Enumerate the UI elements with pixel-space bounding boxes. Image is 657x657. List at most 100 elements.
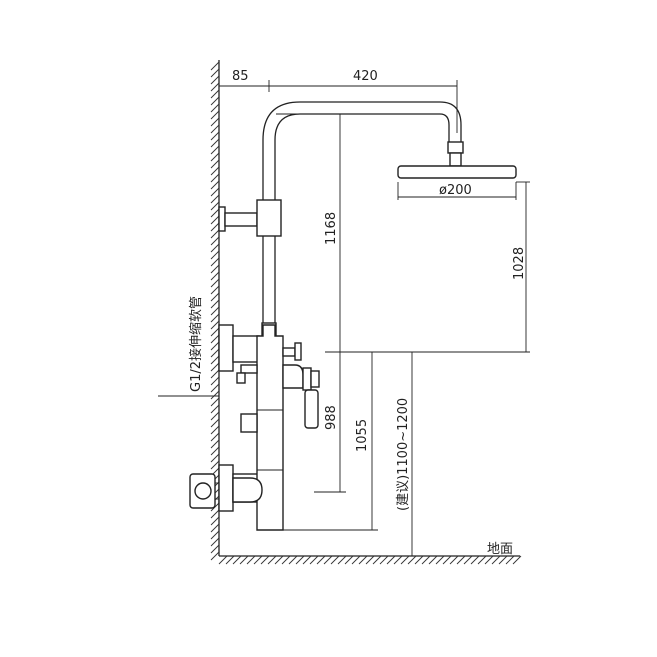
hatch-line bbox=[210, 425, 220, 435]
hatch-line bbox=[210, 397, 220, 407]
hatch-line bbox=[210, 138, 220, 148]
hatch-line bbox=[210, 285, 220, 295]
hatch-line bbox=[210, 264, 220, 274]
hatch-line bbox=[210, 68, 220, 78]
hatch-line bbox=[210, 299, 220, 309]
floor bbox=[218, 555, 522, 565]
hatch-line bbox=[210, 201, 220, 211]
hose-connection-label: G1/2接伸缩软管 bbox=[188, 296, 204, 392]
hatch-line bbox=[421, 555, 431, 565]
hatch-line bbox=[463, 555, 473, 565]
hatch-line bbox=[210, 117, 220, 127]
dim-valve-height: 1055 bbox=[355, 419, 370, 452]
hatch-line bbox=[407, 555, 417, 565]
hatch-line bbox=[316, 555, 326, 565]
hatch-line bbox=[210, 257, 220, 267]
hatch-line bbox=[281, 555, 291, 565]
hatch-line bbox=[210, 110, 220, 120]
hatch-line bbox=[210, 208, 220, 218]
hatch-line bbox=[358, 555, 368, 565]
hatch-line bbox=[295, 555, 305, 565]
hatch-line bbox=[210, 222, 220, 232]
hatch-line bbox=[210, 523, 220, 533]
hatch-line bbox=[484, 555, 494, 565]
dim-wall-offset: 85 bbox=[232, 69, 249, 84]
hatch-line bbox=[210, 131, 220, 141]
hatch-line bbox=[267, 555, 277, 565]
hatch-line bbox=[225, 555, 235, 565]
hatch-line bbox=[210, 75, 220, 85]
hatch-line bbox=[246, 555, 256, 565]
hatch-line bbox=[210, 187, 220, 197]
dim-head-height: 1028 bbox=[512, 247, 527, 280]
hatch-line bbox=[344, 555, 354, 565]
hatch-line bbox=[210, 334, 220, 344]
hatch-line bbox=[210, 306, 220, 316]
hatch-line bbox=[210, 215, 220, 225]
shower-head bbox=[397, 141, 517, 179]
hatch-line bbox=[210, 243, 220, 253]
hatch-line bbox=[210, 103, 220, 113]
hatch-line bbox=[210, 369, 220, 379]
hatch-line bbox=[210, 383, 220, 393]
hatch-line bbox=[239, 555, 249, 565]
floor-label: 地面 bbox=[487, 542, 513, 557]
hatch-line bbox=[210, 236, 220, 246]
floor-hatching bbox=[218, 555, 522, 565]
dimension-lines bbox=[219, 80, 530, 556]
hatch-line bbox=[210, 61, 220, 71]
hatch-line bbox=[210, 411, 220, 421]
hatch-line bbox=[442, 555, 452, 565]
hatch-line bbox=[210, 124, 220, 134]
dim-recommended-height: (建议)1100~1200 bbox=[396, 398, 411, 511]
hatch-line bbox=[210, 544, 220, 554]
hatch-line bbox=[491, 555, 501, 565]
hatch-line bbox=[210, 292, 220, 302]
hatch-line bbox=[210, 180, 220, 190]
hatch-line bbox=[210, 446, 220, 456]
hatch-line bbox=[210, 453, 220, 463]
hatch-line bbox=[449, 555, 459, 565]
hatch-line bbox=[379, 555, 389, 565]
hatch-line bbox=[302, 555, 312, 565]
hatch-line bbox=[428, 555, 438, 565]
dim-head-diameter: ø200 bbox=[439, 183, 472, 198]
wall-inlet-plate bbox=[189, 473, 219, 509]
hatch-line bbox=[210, 537, 220, 547]
wall-bracket bbox=[218, 199, 282, 237]
hatch-line bbox=[210, 460, 220, 470]
hatch-line bbox=[505, 555, 515, 565]
hatch-line bbox=[210, 341, 220, 351]
hatch-line bbox=[210, 327, 220, 337]
hatch-line bbox=[210, 145, 220, 155]
hatch-line bbox=[337, 555, 347, 565]
hatch-line bbox=[210, 509, 220, 519]
hatch-line bbox=[414, 555, 424, 565]
hatch-line bbox=[210, 194, 220, 204]
dim-arm-height: 1168 bbox=[324, 212, 339, 245]
hatch-line bbox=[210, 229, 220, 239]
hatch-line bbox=[210, 250, 220, 260]
hatch-line bbox=[210, 313, 220, 323]
riser-pipe bbox=[262, 101, 462, 325]
hatch-line bbox=[435, 555, 445, 565]
mixer-valve bbox=[218, 324, 320, 531]
hatch-line bbox=[477, 555, 487, 565]
hatch-line bbox=[253, 555, 263, 565]
hatch-line bbox=[274, 555, 284, 565]
hatch-line bbox=[210, 82, 220, 92]
hatch-line bbox=[351, 555, 361, 565]
hatch-line bbox=[210, 439, 220, 449]
hatch-line bbox=[393, 555, 403, 565]
hatch-line bbox=[309, 555, 319, 565]
hatch-line bbox=[323, 555, 333, 565]
hatch-line bbox=[210, 166, 220, 176]
hatch-line bbox=[210, 320, 220, 330]
hatch-line bbox=[210, 159, 220, 169]
hatch-line bbox=[386, 555, 396, 565]
dim-arm-length: 420 bbox=[353, 69, 378, 84]
hatch-line bbox=[210, 173, 220, 183]
hatch-line bbox=[210, 278, 220, 288]
hatch-line bbox=[210, 376, 220, 386]
